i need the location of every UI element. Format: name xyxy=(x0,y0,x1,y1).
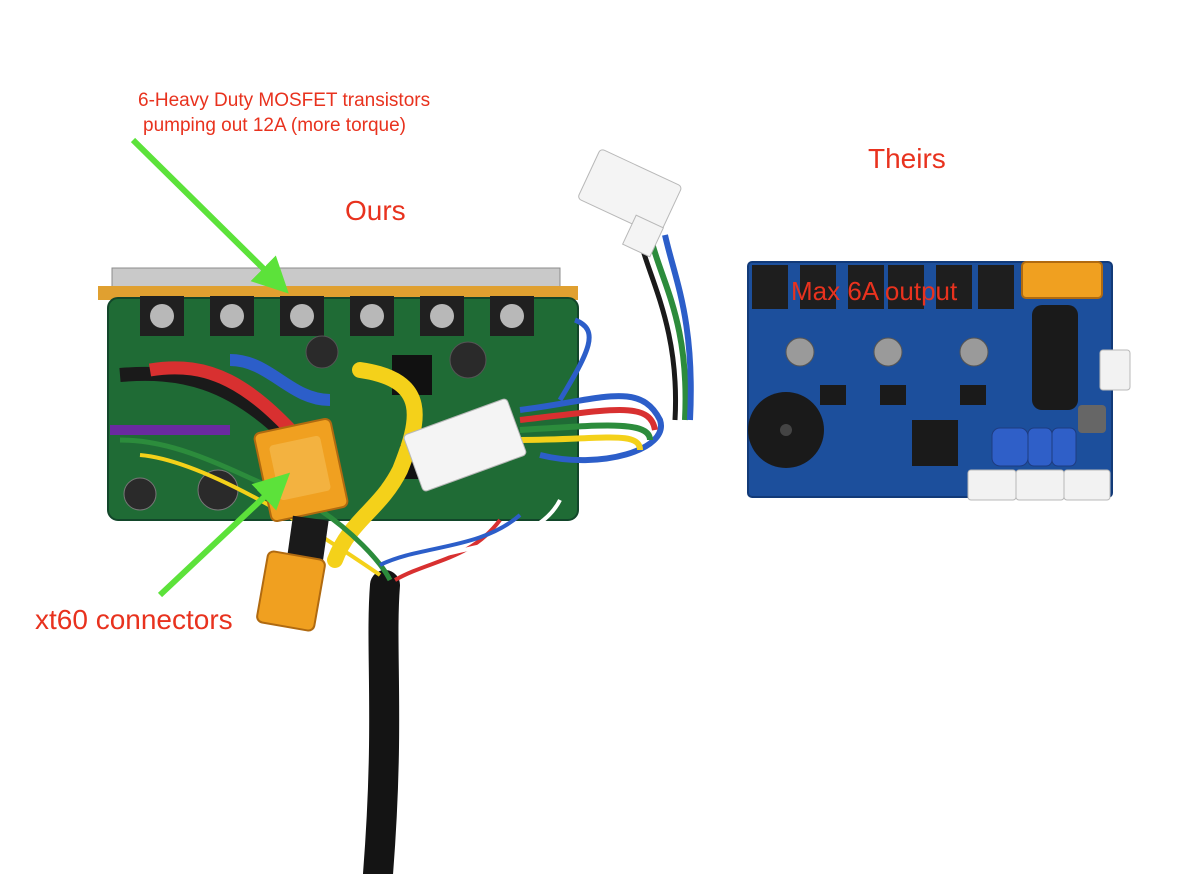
arrow-to-xt60 xyxy=(157,472,291,598)
label-max-output: Max 6A output xyxy=(791,276,958,306)
mosfet-annotation-line2: pumping out 12A (more torque) xyxy=(143,115,406,136)
capacitor-large xyxy=(1032,305,1078,410)
main-cable xyxy=(363,570,400,874)
white-connector-top xyxy=(578,149,682,258)
mosfet-row-theirs xyxy=(752,265,1014,309)
white-connector-middle xyxy=(403,398,527,492)
arrow-to-mosfets xyxy=(130,137,289,294)
xt60-connector-theirs xyxy=(1021,261,1103,299)
motor-controller-theirs xyxy=(747,261,1131,501)
label-theirs: Theirs xyxy=(868,143,946,174)
label-xt60-connectors: xt60 connectors xyxy=(35,604,233,635)
motor-controller-ours xyxy=(98,149,694,874)
xt60-connector-lower xyxy=(256,550,326,632)
microcontroller-chip xyxy=(912,420,958,466)
label-ours: Ours xyxy=(345,195,406,226)
mosfet-annotation-line1: 6-Heavy Duty MOSFET transistors xyxy=(138,90,431,111)
mosfet-row xyxy=(140,296,534,336)
